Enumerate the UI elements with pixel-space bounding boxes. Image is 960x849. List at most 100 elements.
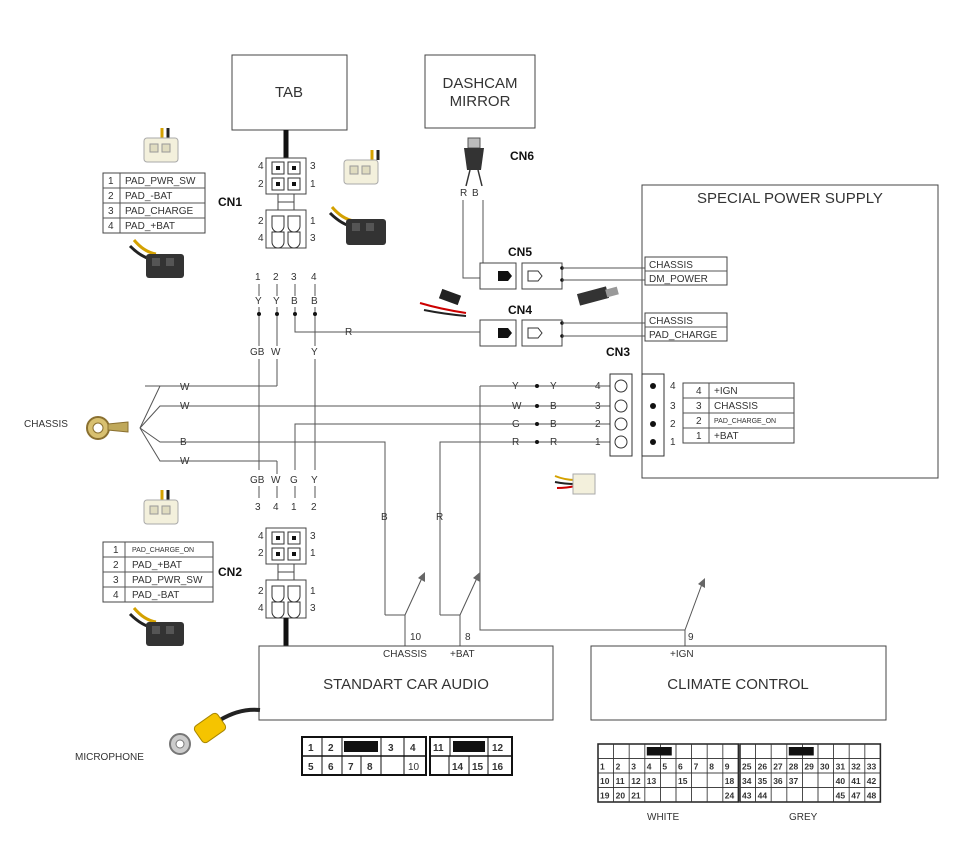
- cn1-table-label: PAD_PWR_SW: [125, 176, 196, 187]
- arrow-icon: [404, 572, 425, 616]
- climate-plug-pin: 6: [678, 762, 683, 772]
- climate-plug-pin: 36: [773, 776, 783, 786]
- cn1-table-num: 2: [108, 191, 114, 202]
- car-audio-label: STANDART CAR AUDIO: [323, 676, 489, 693]
- climate-plug-pin: 8: [709, 762, 714, 772]
- climate-plug-pin: 12: [631, 776, 641, 786]
- climate-plug-pin: 20: [616, 791, 626, 801]
- audio-plug-pin: 10: [408, 762, 420, 773]
- cn2-table-label: PAD_+BAT: [132, 560, 182, 571]
- cn1-pin: 2: [258, 216, 264, 227]
- cn2-table-num: 3: [113, 575, 119, 586]
- audio-plug-pin: 5: [308, 762, 314, 773]
- cn4-connector: [479, 319, 564, 347]
- cn2-table-label: PAD_CHARGE_ON: [132, 547, 194, 554]
- cn3-table-label: +IGN: [714, 386, 738, 397]
- cn2-table-label: PAD_-BAT: [132, 590, 179, 601]
- wire-r-label: R: [345, 327, 352, 338]
- climate-plug-pin: 10: [600, 776, 610, 786]
- cn6-wire-b: [480, 200, 484, 266]
- bus-top-number: 3: [291, 272, 297, 283]
- cn3-side-pin: 4: [670, 381, 676, 392]
- cn5-table: CHASSIS DM_POWER: [644, 256, 728, 286]
- bottom-bus: GB W G Y 3 4 1 2: [250, 461, 318, 513]
- climate-plug-cell: [864, 787, 881, 803]
- cn3-table-num: 4: [696, 386, 702, 397]
- cn1-table-num: 3: [108, 206, 114, 217]
- cn3-wire-right: B: [550, 419, 557, 430]
- cn1-connector: 4 3 2 1 2 1 4 3: [258, 157, 316, 249]
- cn3-wire-pin: 1: [595, 437, 601, 448]
- chassis-wire-color: W: [180, 456, 190, 467]
- cn1-pin: 4: [258, 161, 264, 172]
- cn1-pin: 1: [310, 216, 316, 227]
- bus-bottom-number: 4: [273, 502, 279, 513]
- audio-pin-label: +BAT: [450, 649, 475, 660]
- audio-plug-pin: 14: [452, 762, 464, 773]
- cn2-connector: 4 3 2 1 2 1 4 3: [258, 527, 316, 619]
- bus-top-number: 1: [255, 272, 261, 283]
- cn2-pin: 2: [258, 586, 264, 597]
- cn1-pin: 1: [310, 179, 316, 190]
- climate-plug-pin: 48: [867, 791, 877, 801]
- cn3-wire-pin: 2: [595, 419, 601, 430]
- climate-plug-pin: 2: [616, 762, 621, 772]
- cn1-pin: 3: [310, 233, 316, 244]
- top-bus: 1 2 3 4 Y Y B B R GB W Y: [145, 272, 480, 470]
- cn2-table-label: PAD_PWR_SW: [132, 575, 203, 586]
- climate-plug-pin: 15: [678, 776, 688, 786]
- cn6-label: CN6: [510, 149, 534, 163]
- bus-top-color: Y: [273, 296, 280, 307]
- cn5-label-dm-power: DM_POWER: [649, 274, 708, 285]
- dashcam-label-1: DASHCAM: [442, 75, 517, 92]
- cn2-label: CN2: [218, 565, 242, 579]
- molex-plug-image: [554, 473, 596, 495]
- audio-plug-pin: 4: [410, 743, 416, 754]
- black-plug-image: [328, 206, 386, 245]
- climate-plug-pin: 25: [742, 762, 752, 772]
- bus-bottom-number: 2: [311, 502, 317, 513]
- audio-pin-number: 10: [410, 632, 422, 643]
- cn5-label-chassis: CHASSIS: [649, 260, 693, 271]
- cn2-pin: 4: [258, 603, 264, 614]
- cn2-table: 1 PAD_CHARGE_ON 2 PAD_+BAT 3 PAD_PWR_SW …: [102, 541, 214, 603]
- cn6-wire-r: [462, 200, 480, 279]
- drop-wire-b-label: B: [381, 512, 388, 523]
- climate-plug-pin: 28: [789, 762, 799, 772]
- cn2-pin: 4: [258, 531, 264, 542]
- climate-plug-pin: 19: [600, 791, 610, 801]
- mini-usb-plug-image: [464, 137, 484, 187]
- climate-pin-number: 9: [688, 632, 694, 643]
- audio-plug-pin: 2: [328, 743, 334, 754]
- cn3-wire-pin: 3: [595, 401, 601, 412]
- arrow-icon: [684, 578, 705, 631]
- climate-plug-pin: 21: [631, 791, 641, 801]
- audio-plug-pin: 3: [388, 743, 394, 754]
- cn1-table: 1 PAD_PWR_SW 2 PAD_-BAT 3 PAD_CHARGE 4 P…: [102, 172, 206, 234]
- cn5-connector: [479, 262, 564, 290]
- dc-barrel-socket-image: [576, 286, 619, 306]
- audio-plug-pin: 8: [367, 762, 373, 773]
- cn2-pin: 3: [310, 603, 316, 614]
- audio-plug-pin: 11: [433, 743, 444, 754]
- cn3-wire-left: Y: [512, 381, 519, 392]
- audio-plug-pin: 1: [308, 743, 314, 754]
- climate-pin-label: +IGN: [670, 649, 694, 660]
- special-power-label: SPECIAL POWER SUPPLY: [697, 190, 883, 207]
- drop-wire-r-label: R: [436, 512, 443, 523]
- white-plug-image: [143, 490, 179, 525]
- bus-bottom-number: 1: [291, 502, 297, 513]
- climate-plug-pin: 7: [694, 762, 699, 772]
- climate-plug-grey-label: GREY: [789, 812, 818, 823]
- cn3-label: CN3: [606, 345, 630, 359]
- cn6-wire-color: R: [460, 188, 467, 199]
- cn3-table-num: 3: [696, 401, 702, 412]
- climate-plug-pin: 44: [758, 791, 768, 801]
- chassis-wire-color: W: [180, 382, 190, 393]
- climate-plug-pin: 24: [725, 791, 735, 801]
- climate-plug-pin: 35: [758, 776, 768, 786]
- cn4-label-pad-charge: PAD_CHARGE: [649, 330, 717, 341]
- cn2-table-num: 4: [113, 590, 119, 601]
- microphone-label: MICROPHONE: [75, 752, 144, 763]
